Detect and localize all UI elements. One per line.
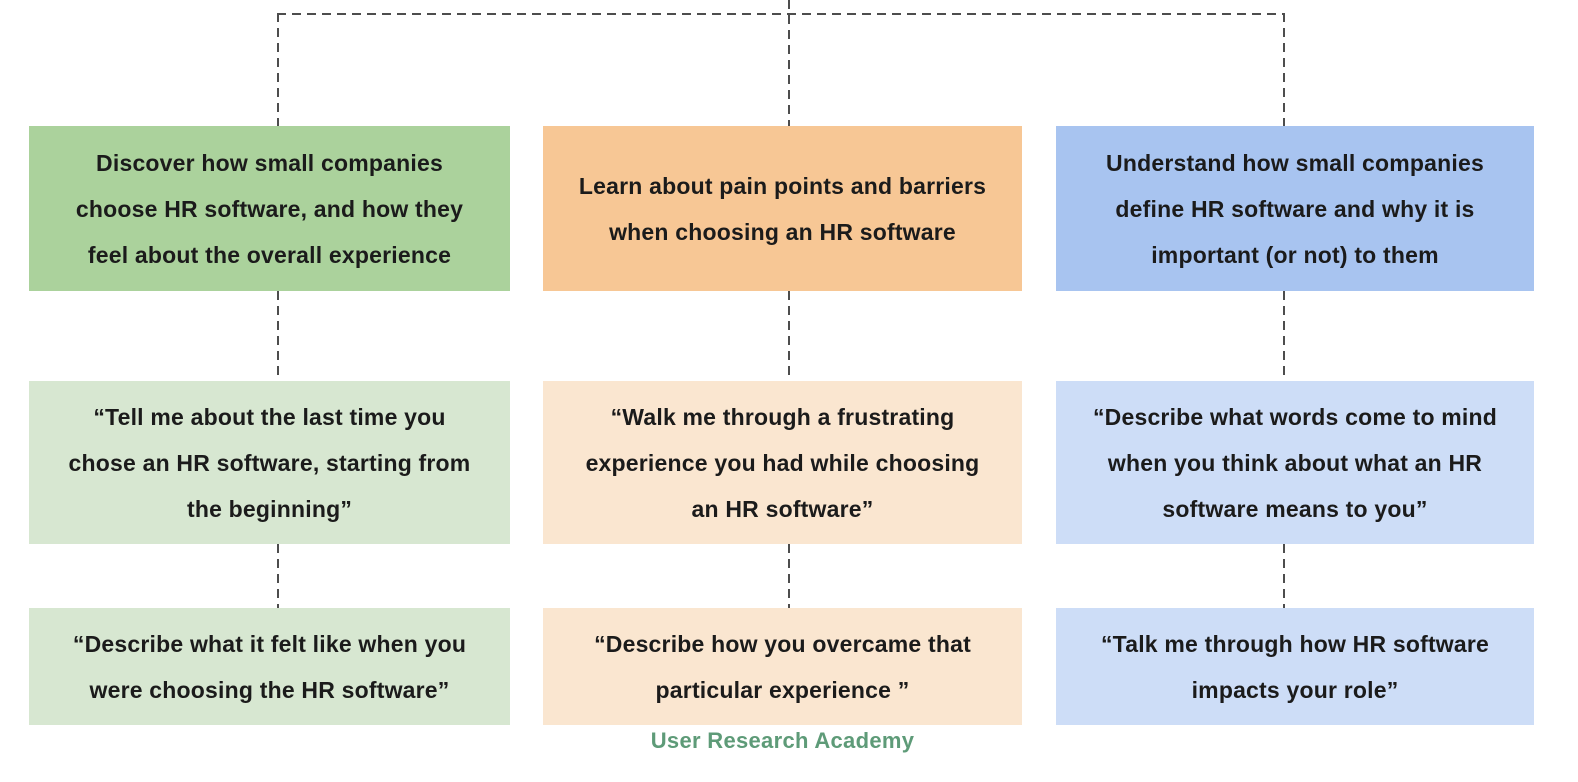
question-text: “Walk me through a frustrating experienc… — [585, 403, 980, 522]
connector-col1-bottom — [277, 544, 279, 608]
goal-text: Discover how small companies choose HR s… — [75, 149, 464, 268]
question-text: “Describe what it felt like when you wer… — [72, 630, 467, 703]
brand-label: User Research Academy — [650, 728, 915, 753]
question-text: “Describe how you overcame that particul… — [594, 630, 971, 703]
question-box-walk-me: “Walk me through a frustrating experienc… — [543, 381, 1022, 544]
connector-col2-mid — [788, 291, 790, 381]
connector-col2-bottom — [788, 544, 790, 608]
connector-col3-bottom — [1283, 544, 1285, 608]
goal-text: Understand how small companies define HR… — [1106, 149, 1484, 268]
goal-box-discover: Discover how small companies choose HR s… — [29, 126, 510, 291]
connector-col1-mid — [277, 291, 279, 381]
goal-box-learn: Learn about pain points and barriers whe… — [543, 126, 1022, 291]
question-box-describe-felt: “Describe what it felt like when you wer… — [29, 608, 510, 725]
question-box-tell-me: “Tell me about the last time you chose a… — [29, 381, 510, 544]
question-box-overcame: “Describe how you overcame that particul… — [543, 608, 1022, 725]
connector-top-horizontal — [277, 13, 1285, 15]
question-text: “Describe what words come to mind when y… — [1092, 403, 1498, 522]
goal-text: Learn about pain points and barriers whe… — [578, 172, 987, 245]
connector-col3-mid — [1283, 291, 1285, 381]
question-text: “Talk me through how HR software impacts… — [1100, 630, 1490, 703]
connector-col1-top — [277, 13, 279, 126]
connector-col3-top — [1283, 13, 1285, 126]
goal-box-understand: Understand how small companies define HR… — [1056, 126, 1534, 291]
connector-col2-top — [788, 0, 790, 126]
question-box-impacts-role: “Talk me through how HR software impacts… — [1056, 608, 1534, 725]
question-text: “Tell me about the last time you chose a… — [68, 403, 471, 522]
question-box-describe-words: “Describe what words come to mind when y… — [1056, 381, 1534, 544]
